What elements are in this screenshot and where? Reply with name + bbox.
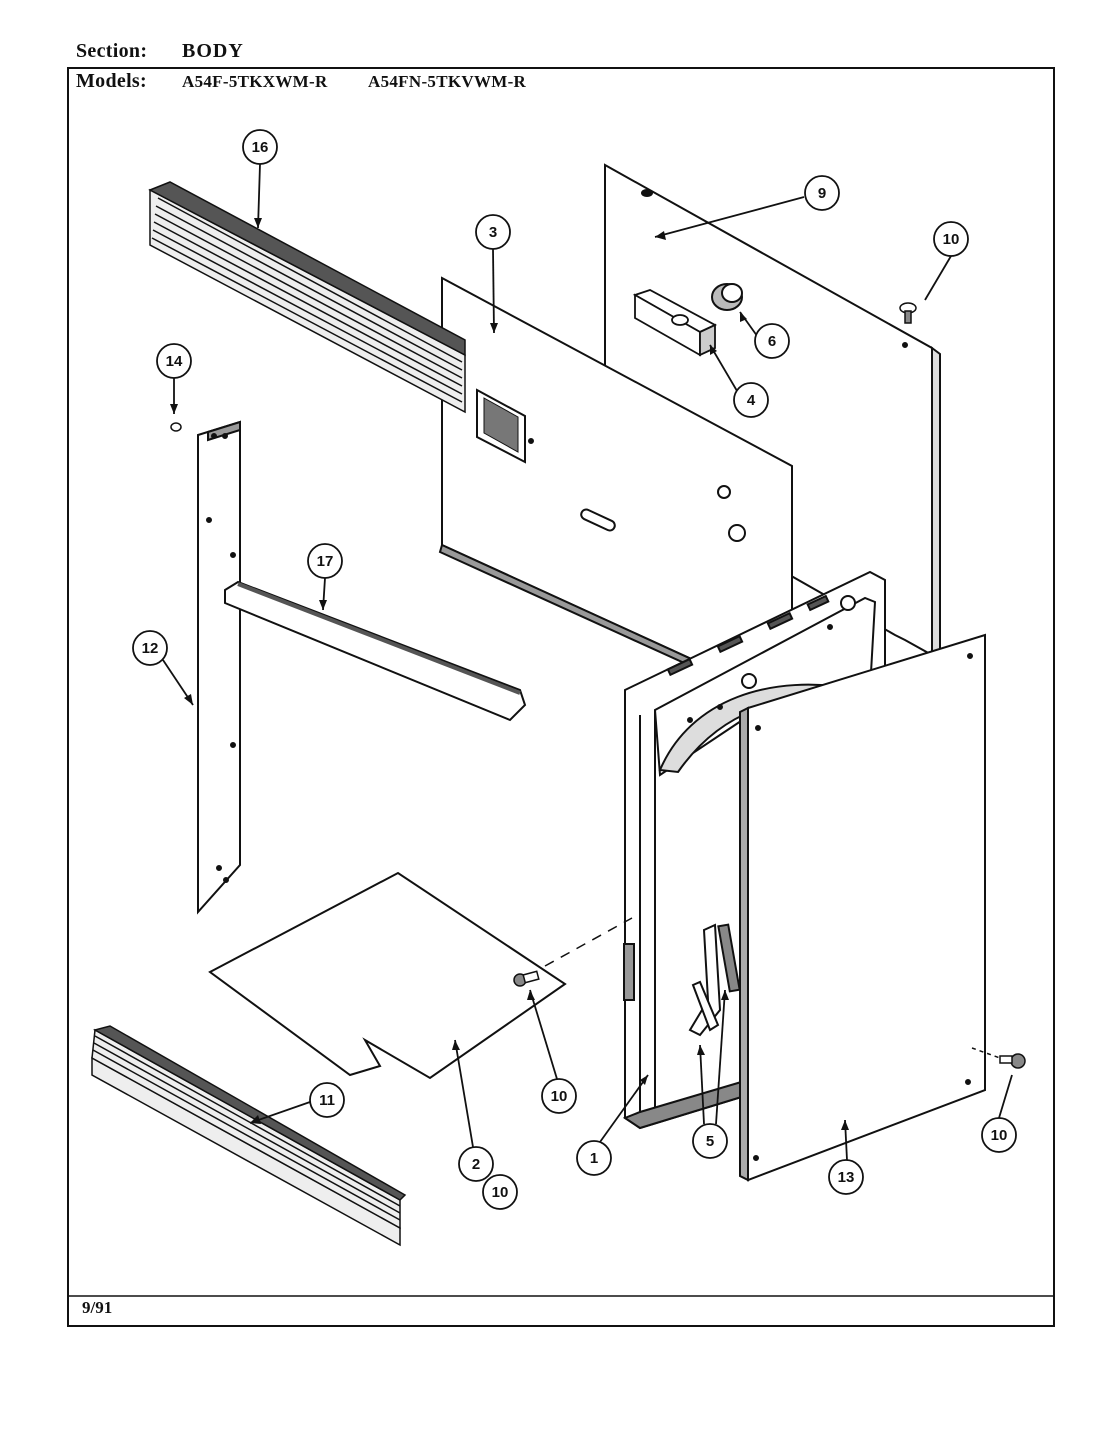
callout-10-top: 10 — [933, 221, 969, 257]
svg-text:1: 1 — [590, 1150, 598, 1167]
callout-10-side: 10 — [981, 1117, 1017, 1153]
model-number-a: A54F-5TKXWM-R — [182, 72, 328, 91]
part-hinges — [688, 923, 741, 1037]
part-bottom-vent — [91, 1025, 407, 1247]
section-value: BODY — [182, 40, 244, 62]
callout-13: 13 — [828, 1159, 864, 1195]
screw-10-top — [899, 302, 917, 324]
svg-text:13: 13 — [838, 1169, 855, 1186]
svg-text:10: 10 — [492, 1184, 509, 1201]
models-label: Models: — [76, 70, 147, 92]
alignment-line-side — [971, 1047, 1001, 1059]
svg-text:10: 10 — [551, 1088, 568, 1105]
part-cross-trim — [224, 580, 527, 722]
part-side-rail — [197, 420, 241, 915]
callout-9: 9 — [804, 175, 840, 211]
callout-6: 6 — [754, 323, 790, 359]
callout-11: 11 — [309, 1082, 345, 1118]
part-top-vent — [148, 181, 466, 414]
svg-text:17: 17 — [317, 553, 334, 570]
callout-10-bottom: 10 — [541, 1078, 577, 1114]
revision-date: 9/91 — [82, 1298, 113, 1317]
svg-text:3: 3 — [489, 224, 497, 241]
svg-text:10: 10 — [943, 231, 960, 248]
leader-lines — [162, 163, 1013, 1161]
callout-5: 5 — [692, 1123, 728, 1159]
svg-text:6: 6 — [768, 333, 776, 350]
callout-10-panel: 10 — [482, 1174, 518, 1210]
svg-text:14: 14 — [166, 353, 183, 370]
svg-text:2: 2 — [472, 1156, 480, 1173]
callout-4: 4 — [733, 382, 769, 418]
screw-14 — [170, 422, 182, 432]
svg-text:16: 16 — [252, 139, 269, 156]
screw-10-side — [999, 1053, 1026, 1069]
svg-text:5: 5 — [706, 1133, 714, 1150]
diagram-frame — [67, 67, 1055, 1327]
leader-arrowheads — [170, 218, 849, 1130]
callout-16: 16 — [242, 129, 278, 165]
callout-1: 1 — [576, 1140, 612, 1176]
svg-text:4: 4 — [747, 392, 756, 409]
svg-text:11: 11 — [319, 1092, 335, 1109]
part-bottom-panel — [208, 871, 567, 1080]
model-number-b: A54FN-5TKVWM-R — [368, 72, 527, 91]
callout-2: 2 — [458, 1146, 494, 1182]
part-knob — [711, 283, 743, 311]
section-label: Section: — [76, 40, 148, 62]
svg-text:10: 10 — [991, 1127, 1008, 1144]
callout-14: 14 — [156, 343, 192, 379]
svg-text:12: 12 — [142, 640, 159, 657]
part-bracket — [632, 289, 718, 357]
callout-3: 3 — [475, 214, 511, 250]
svg-text:9: 9 — [818, 185, 826, 202]
alignment-line — [544, 917, 633, 967]
part-side-panel — [739, 633, 986, 1182]
screw-10-bottom — [513, 970, 540, 987]
callout-17: 17 — [307, 543, 343, 579]
callout-12: 12 — [132, 630, 168, 666]
